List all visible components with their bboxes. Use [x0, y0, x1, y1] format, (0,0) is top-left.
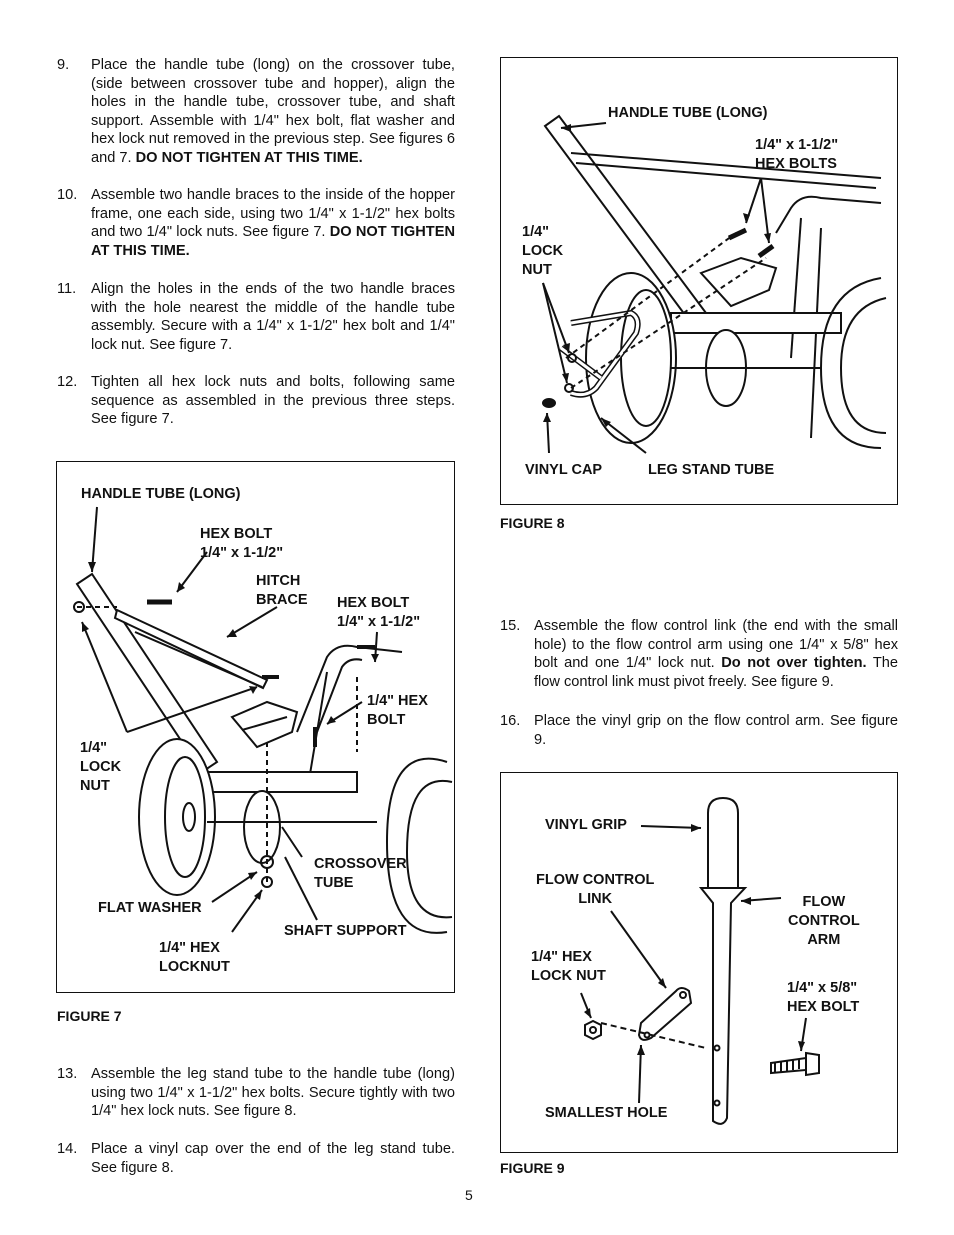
step-text-after: The flow control link must pivot freely.… [534, 655, 898, 690]
figure-7-caption: FIGURE 7 [57, 1008, 122, 1024]
label-hex-bolt-a: HEX BOLT 1/4" x 1-1/2" [200, 526, 284, 561]
label-flat-washer: FLAT WASHER [98, 900, 202, 916]
step-text: Assemble the flow control link (the end … [534, 618, 898, 672]
step-14: 14. Place a vinyl cap over the end of th… [57, 1140, 455, 1180]
step-text: Assemble two handle braces to the inside… [91, 187, 455, 241]
figure-8: HANDLE TUBE (LONG) 1/4" x 1-1/2" HEX BOL… [500, 57, 898, 505]
step-text: Place the vinyl grip on the flow control… [534, 713, 898, 748]
step-12: 12. Tighten all hex lock nuts and bolts,… [57, 373, 455, 433]
step-number: 15. [500, 618, 521, 634]
label-hex-bolts: 1/4" x 1-1/2" HEX BOLTS [755, 137, 839, 172]
step-16: 16. Place the vinyl grip on the flow con… [500, 712, 898, 752]
label-flow-control-arm: FLOW CONTROL ARM [788, 894, 860, 948]
step-number: 13. [57, 1066, 78, 1082]
step-text: Place a vinyl cap over the end of the le… [91, 1141, 455, 1176]
label-hex-bolt-b: HEX BOLT 1/4" x 1-1/2" [337, 595, 421, 630]
label-hex-lock-nut: 1/4" HEX LOCK NUT [531, 949, 606, 984]
step-11: 11. Align the holes in the ends of the t… [57, 280, 455, 360]
step-warning: Do not over tighten. [721, 655, 867, 672]
label-vinyl-cap: VINYL CAP [525, 462, 603, 478]
step-warning: DO NOT TIGHTEN AT THIS TIME. [135, 149, 363, 166]
step-number: 11. [57, 281, 77, 297]
label-hitch-brace: HITCH BRACE [256, 573, 308, 608]
figure-7-drawing [73, 506, 453, 934]
label-smallest-hole: SMALLEST HOLE [545, 1105, 668, 1121]
label-lock-nut: 1/4" LOCK NUT [80, 740, 122, 794]
step-15: 15. Assemble the flow control link (the … [500, 617, 898, 692]
label-crossover-tube: CROSSOVER TUBE [314, 856, 407, 891]
figure-7: HANDLE TUBE (LONG) HEX BOLT 1/4" x 1-1/2… [56, 461, 455, 993]
step-text: Align the holes in the ends of the two h… [91, 281, 455, 353]
label-vinyl-grip: VINYL GRIP [545, 817, 627, 833]
step-number: 10. [57, 187, 78, 203]
label-hex-bolt-c: 1/4" HEX BOLT [367, 693, 428, 728]
step-text: Tighten all hex lock nuts and bolts, fol… [91, 374, 455, 428]
label-handle-tube: HANDLE TUBE (LONG) [608, 105, 768, 121]
figure-9-caption: FIGURE 9 [500, 1160, 565, 1176]
step-9: 9. Place the handle tube (long) on the c… [57, 56, 455, 168]
page-number: 5 [465, 1187, 473, 1203]
label-leg-stand-tube: LEG STAND TUBE [648, 462, 775, 478]
step-number: 12. [57, 374, 78, 390]
label-lock-nut: 1/4" LOCK NUT [522, 224, 564, 278]
figure-8-caption: FIGURE 8 [500, 515, 565, 531]
step-number: 14. [57, 1141, 78, 1157]
label-shaft-support: SHAFT SUPPORT [284, 923, 407, 939]
figure-9: VINYL GRIP FLOW CONTROL LINK FLOW CONTRO… [500, 772, 898, 1153]
figure-9-drawing [580, 796, 820, 1125]
step-warning: DO NOT TIGHTEN AT THIS TIME. [91, 224, 455, 259]
label-flow-control-link: FLOW CONTROL LINK [536, 872, 655, 907]
label-hex-locknut: 1/4" HEX LOCKNUT [159, 940, 230, 975]
step-text: Assemble the leg stand tube to the handl… [91, 1066, 455, 1120]
step-number: 9. [57, 57, 70, 73]
step-13: 13. Assemble the leg stand tube to the h… [57, 1065, 455, 1125]
figure-8-drawing [542, 114, 887, 454]
step-10: 10. Assemble two handle braces to the in… [57, 186, 455, 266]
step-number: 16. [500, 713, 521, 729]
label-handle-tube: HANDLE TUBE (LONG) [81, 486, 241, 502]
step-text: Place the handle tube (long) on the cros… [91, 57, 455, 166]
label-hex-bolt: 1/4" x 5/8" HEX BOLT [787, 980, 860, 1015]
